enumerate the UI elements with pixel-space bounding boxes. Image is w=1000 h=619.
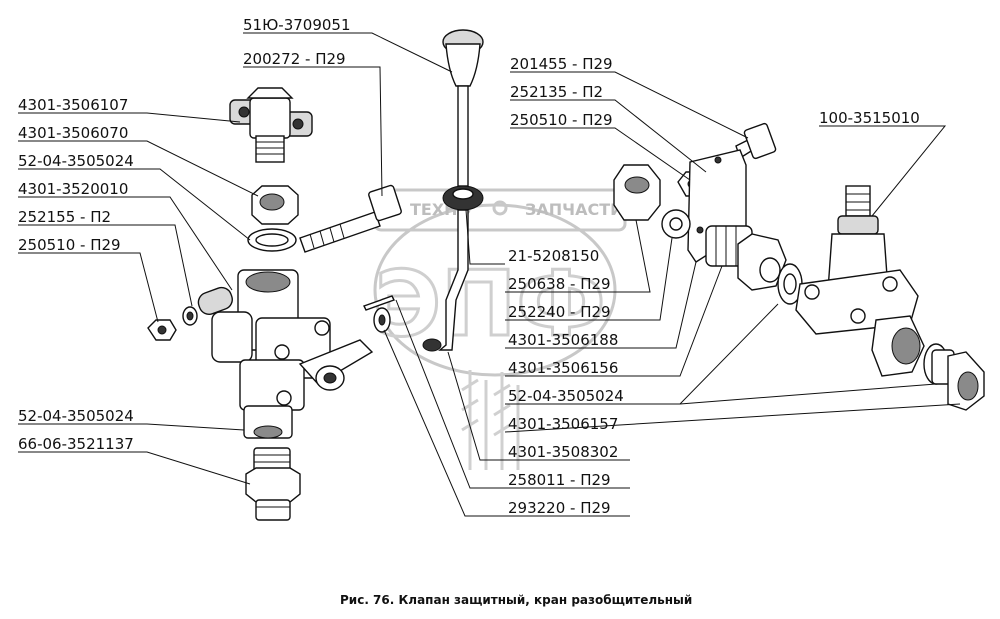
- nut-4301-3506070: [251, 185, 299, 225]
- label-250638-p29: 250638 - П29: [508, 275, 611, 293]
- bushing-21-5208150: [442, 185, 484, 211]
- label-252240-p29: 252240 - П29: [508, 303, 611, 321]
- leader-lines: [18, 32, 961, 517]
- pin-258011-p29: [363, 295, 395, 311]
- nut-250510-p29-left: [147, 319, 177, 341]
- label-52-04-3505024-c: 52-04-3505024: [508, 387, 624, 405]
- label-4301-3506188: 4301-3506188: [508, 331, 618, 349]
- watermark: ТЕХНО ЗАПЧАСТИ ЭПФ: [373, 188, 627, 470]
- washer-293220-p29: [373, 307, 391, 333]
- label-4301-3506107: 4301-3506107: [18, 96, 128, 114]
- fitting-66-06-3521137: [245, 447, 301, 521]
- fitting-4301-3506157: [923, 343, 985, 411]
- washer-252155-p2: [182, 306, 198, 326]
- labels: 51Ю-3709051 200272 - П29 4301-3506107 43…: [18, 16, 920, 517]
- label-252135-p2: 252135 - П2: [510, 83, 603, 101]
- label-4301-3506156: 4301-3506156: [508, 359, 618, 377]
- tee-fitting-4301-3506107: [229, 87, 313, 163]
- label-293220-p29: 293220 - П29: [508, 499, 611, 517]
- lock-washer-250638-p29: [661, 209, 691, 239]
- label-258011-p29: 258011 - П29: [508, 471, 611, 489]
- label-250510-p29-b: 250510 - П29: [510, 111, 613, 129]
- label-201455-p29: 201455 - П29: [510, 55, 613, 73]
- label-250510-p29-a: 250510 - П29: [18, 236, 121, 254]
- label-52-04-3505024-b: 52-04-3505024: [18, 407, 134, 425]
- label-4301-3506070: 4301-3506070: [18, 124, 128, 142]
- cap-nut-4301-3506188: [613, 164, 661, 221]
- fitting-4301-3506156: [705, 225, 787, 291]
- label-252155-p2: 252155 - П2: [18, 208, 111, 226]
- washer-52-04-3505024-top: [247, 228, 297, 252]
- label-4301-3508302: 4301-3508302: [508, 443, 618, 461]
- label-21-5208150: 21-5208150: [508, 247, 599, 265]
- label-4301-3506157: 4301-3506157: [508, 415, 618, 433]
- handle-51yu-3709051: [442, 29, 484, 187]
- figure-caption: Рис. 76. Клапан защитный, кран разобщите…: [340, 593, 692, 607]
- label-52-04-3505024-a: 52-04-3505024: [18, 152, 134, 170]
- bolt-200272-p29: [299, 184, 402, 253]
- watermark-wheat-icon: [461, 370, 520, 470]
- label-4301-3520010: 4301-3520010: [18, 180, 128, 198]
- protective-valve-100-3515010: [795, 185, 925, 377]
- valve-body-4301-3520010: [197, 269, 374, 439]
- label-100-3515010: 100-3515010: [819, 109, 920, 127]
- label-51yu-3709051: 51Ю-3709051: [243, 16, 351, 34]
- label-200272-p29: 200272 - П29: [243, 50, 346, 68]
- label-66-06-3521137: 66-06-3521137: [18, 435, 134, 453]
- watermark-right-text: ЗАПЧАСТИ: [525, 200, 624, 219]
